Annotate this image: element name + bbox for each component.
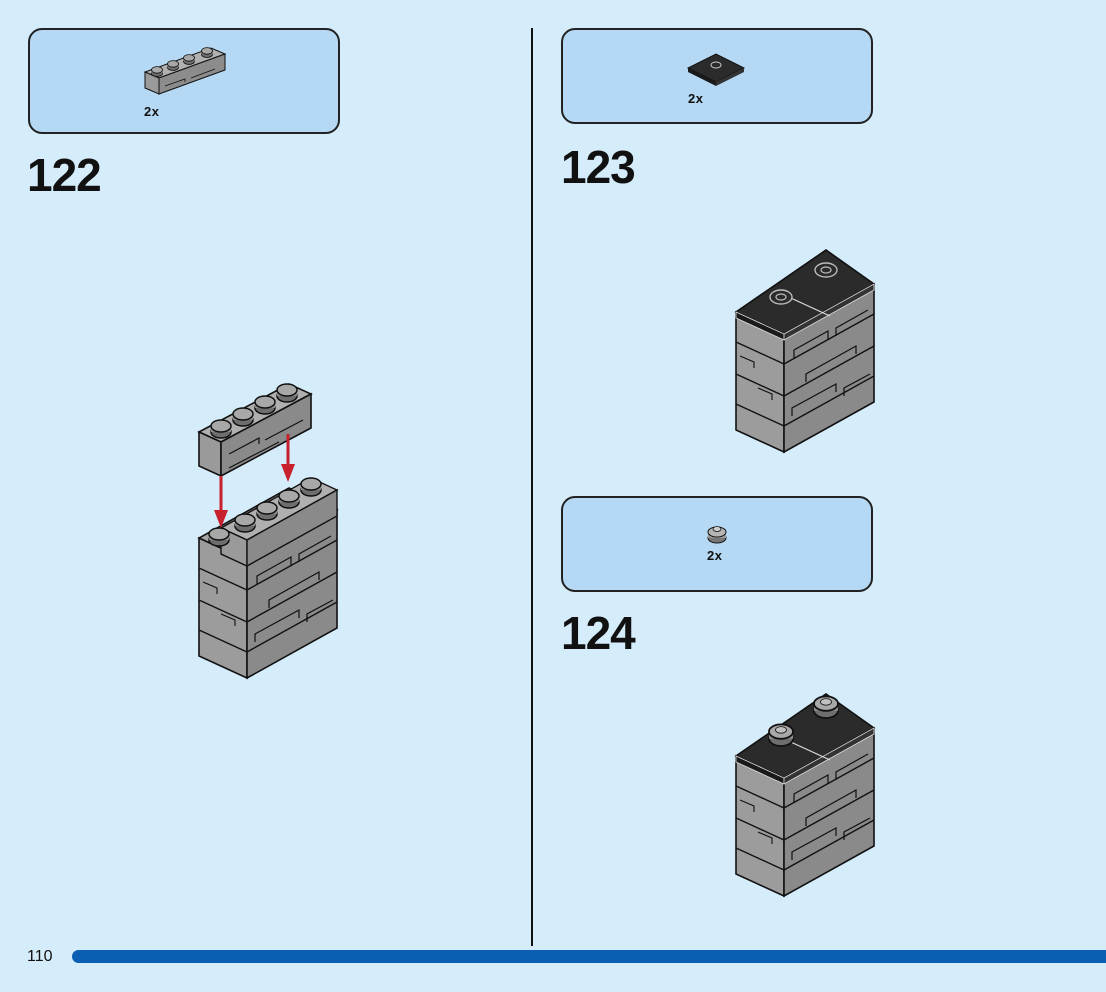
step-123-number: 123	[561, 141, 636, 193]
step-123-assembly	[734, 249, 876, 453]
step-124-assembly	[734, 693, 876, 897]
step-124-parts-qty: 2x	[707, 548, 723, 563]
step-122-number: 122	[27, 149, 102, 201]
step-124-part-round-icon	[707, 526, 727, 544]
step-122-parts-qty: 2x	[144, 104, 160, 119]
step-124-number: 124	[561, 607, 636, 659]
step-122-arrows	[214, 434, 295, 528]
page-number: 110	[27, 948, 53, 965]
step-123-part-tile-icon	[686, 53, 746, 86]
step-124-parts-box	[561, 496, 873, 592]
step-123-parts-box	[561, 28, 873, 124]
step-122-assembly	[197, 477, 339, 679]
page-progress-bar	[72, 950, 1106, 963]
step-123-parts-qty: 2x	[688, 91, 704, 106]
step-122-floating-brick	[197, 383, 313, 478]
column-divider	[531, 28, 533, 946]
step-122-part-brick-icon	[143, 47, 227, 95]
